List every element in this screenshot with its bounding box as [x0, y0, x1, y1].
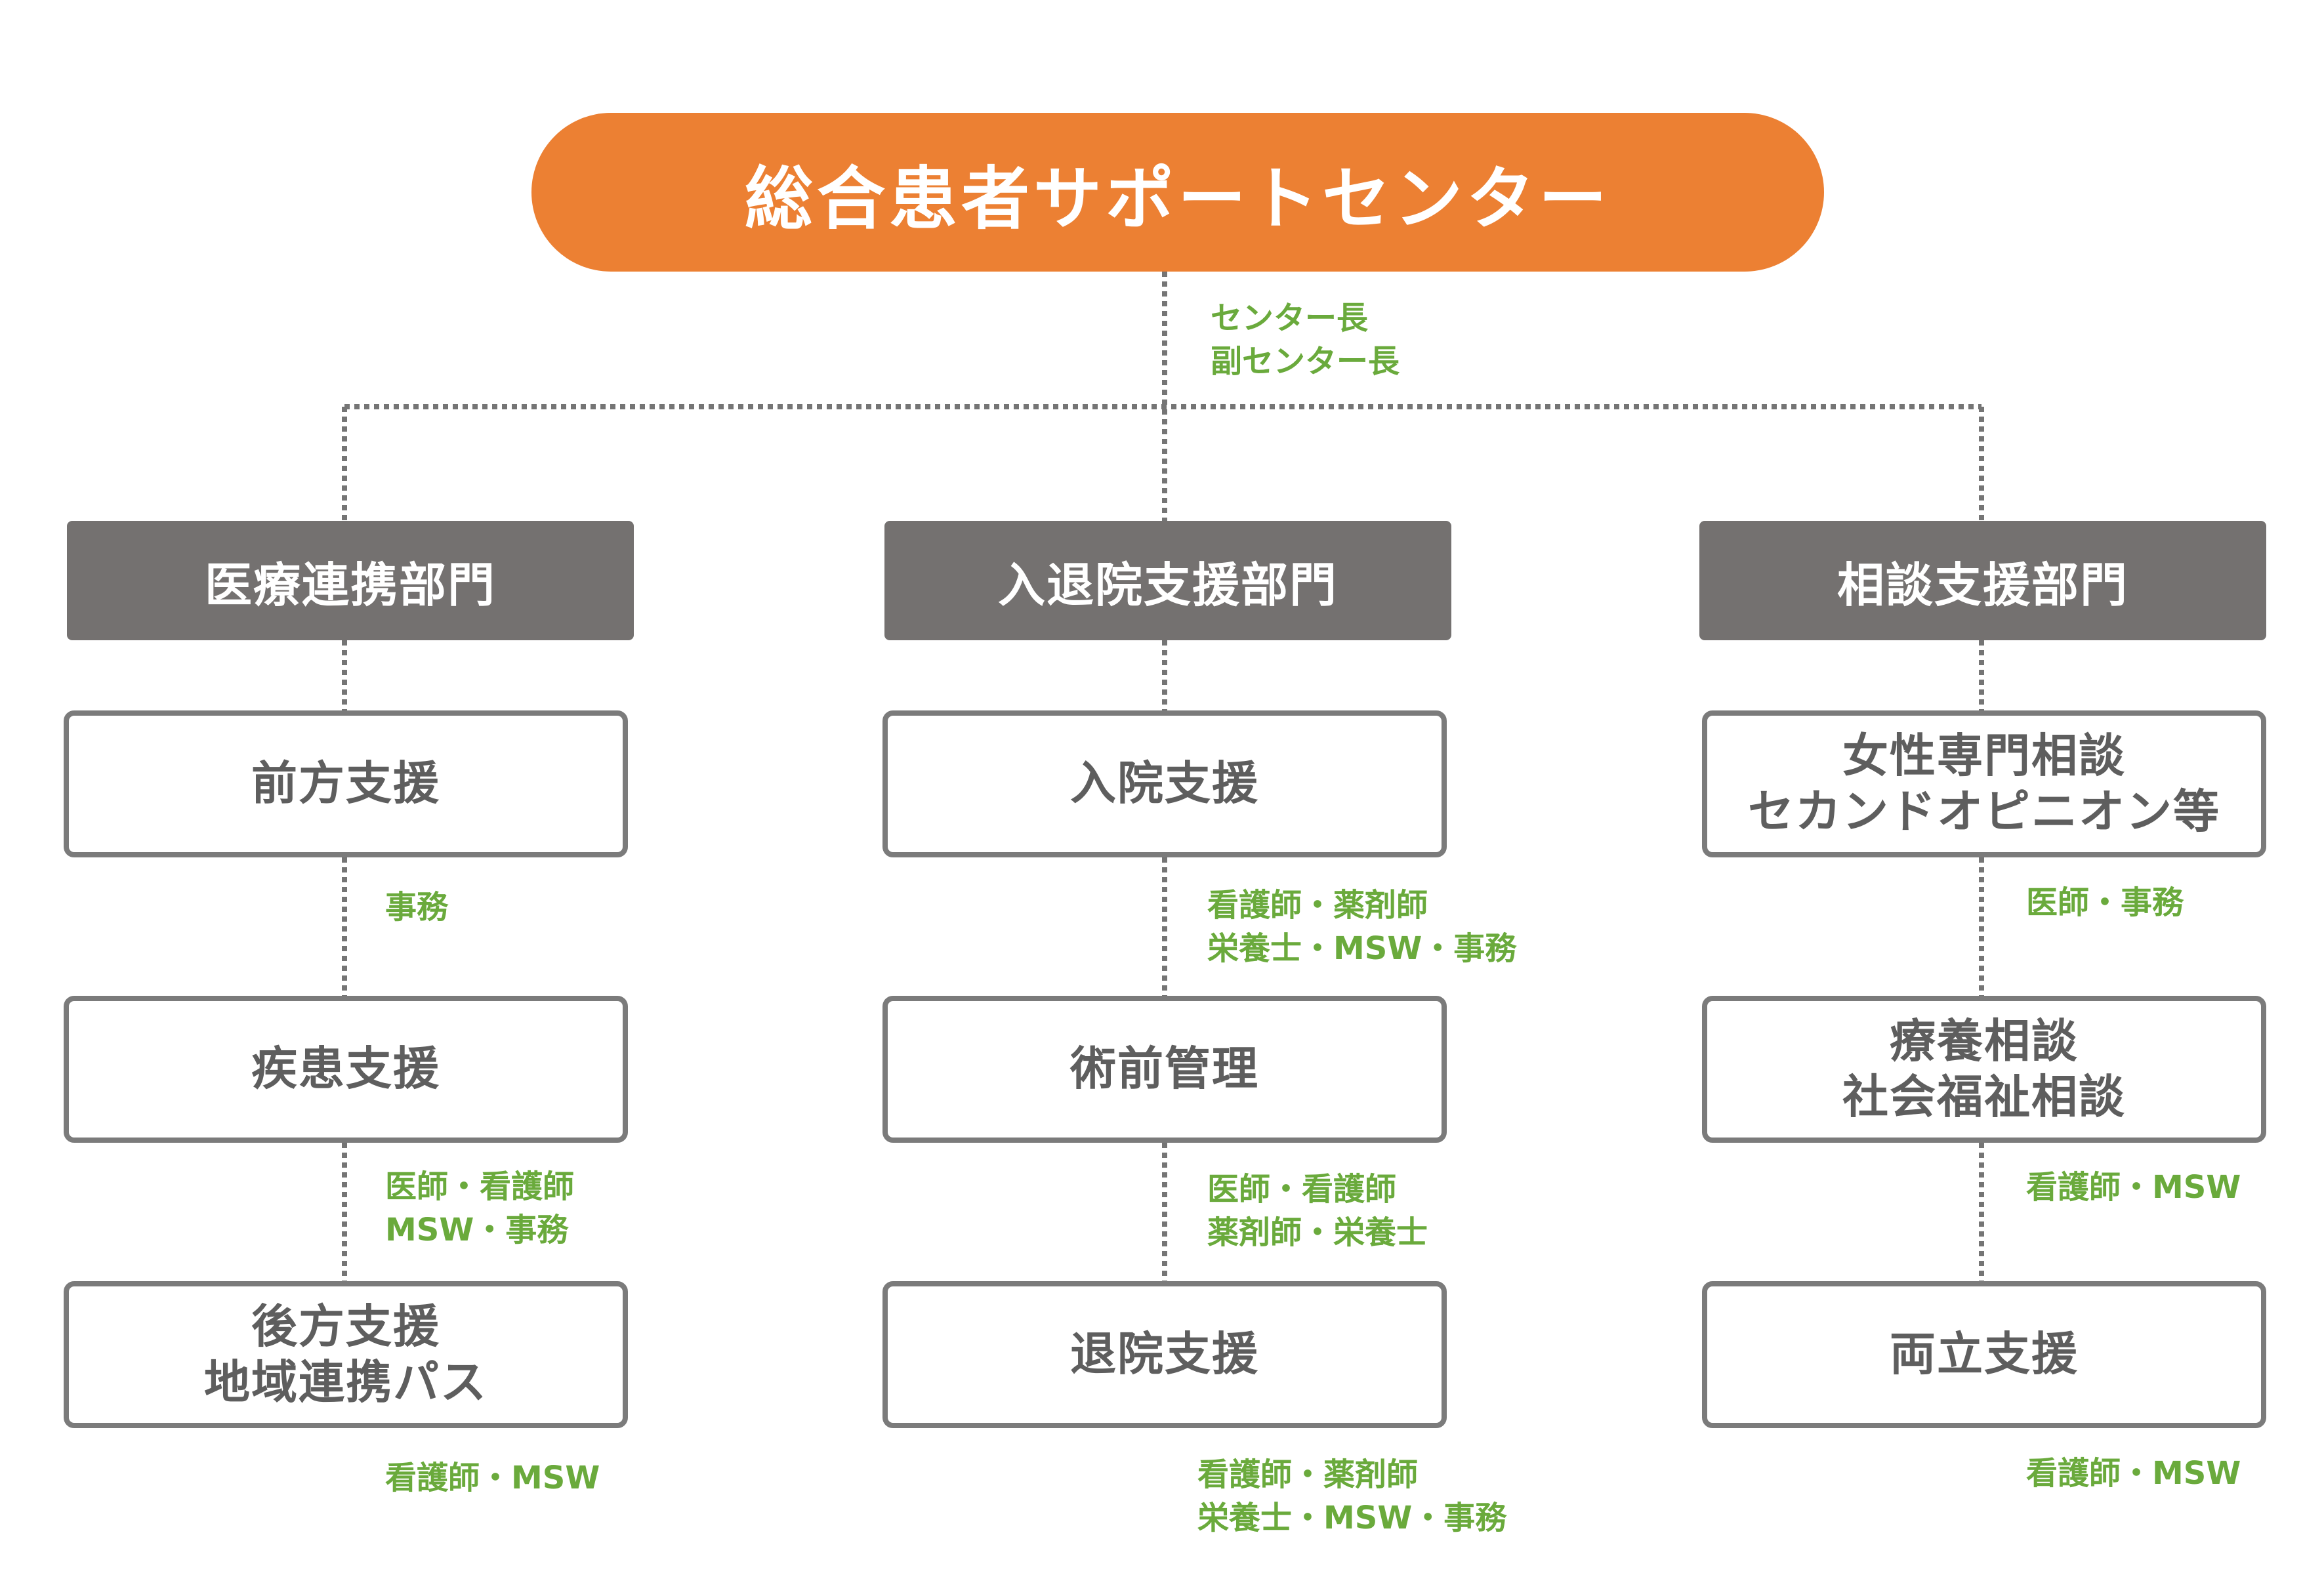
department-consultation: 相談支援部門 — [1699, 521, 2266, 640]
unit-label: 社会福祉相談 — [1842, 1070, 2126, 1124]
unit-box: 女性専門相談 セカンドオピニオン等 — [1702, 710, 2266, 857]
unit-label: 術前管理 — [1070, 1042, 1259, 1096]
unit-label: 入院支援 — [1070, 756, 1259, 811]
unit-box: 前方支援 — [64, 710, 628, 857]
unit-box: 術前管理 — [882, 996, 1447, 1143]
staff-line: 医師・看護師 — [385, 1168, 575, 1205]
unit-box: 入院支援 — [882, 710, 1447, 857]
center-staff: センター長 副センター長 — [1211, 297, 1400, 383]
unit-label: 退院支援 — [1070, 1327, 1259, 1382]
unit-box: 療養相談 社会福祉相談 — [1702, 996, 2266, 1143]
staff-line: 医師・看護師 — [1207, 1171, 1397, 1208]
unit-label: 両立支援 — [1890, 1327, 2079, 1382]
unit-staff: 医師・看護師 MSW・事務 — [385, 1165, 574, 1252]
unit-staff: 医師・看護師 薬剤師・栄養士 — [1207, 1168, 1428, 1254]
unit-label: 前方支援 — [251, 756, 440, 811]
staff-line: 看護師・MSW — [385, 1460, 600, 1496]
staff-line: 副センター長 — [1211, 343, 1400, 380]
department-medical-liaison: 医療連携部門 — [67, 521, 634, 640]
department-admission-discharge: 入退院支援部門 — [884, 521, 1451, 640]
staff-line: MSW・事務 — [385, 1212, 569, 1248]
unit-label: 療養相談 — [1890, 1014, 2079, 1068]
unit-staff: 看護師・MSW — [385, 1456, 600, 1500]
staff-line: 看護師・MSW — [2026, 1455, 2241, 1492]
unit-staff: 看護師・MSW — [2026, 1166, 2241, 1209]
unit-staff: 看護師・薬剤師 栄養士・MSW・事務 — [1197, 1453, 1506, 1540]
staff-line: 看護師・薬剤師 — [1197, 1456, 1419, 1493]
staff-line: 看護師・MSW — [2026, 1169, 2241, 1206]
unit-box: 後方支援 地域連携パス — [64, 1281, 628, 1428]
unit-label: 疾患支援 — [251, 1042, 440, 1096]
unit-label: 地域連携パス — [204, 1355, 488, 1409]
staff-line: 栄養士・MSW・事務 — [1207, 930, 1517, 967]
center-title: 総合患者サポートセンター — [531, 113, 1824, 272]
staff-line: 看護師・薬剤師 — [1207, 887, 1428, 924]
unit-staff: 看護師・薬剤師 栄養士・MSW・事務 — [1207, 884, 1516, 970]
staff-line: 事務 — [385, 889, 449, 926]
staff-line: 栄養士・MSW・事務 — [1197, 1500, 1507, 1536]
unit-box: 疾患支援 — [64, 996, 628, 1143]
unit-label: セカンドオピニオン等 — [1748, 785, 2220, 838]
unit-label: 女性専門相談 — [1842, 728, 2126, 783]
unit-staff: 事務 — [385, 886, 448, 929]
unit-label: 後方支援 — [251, 1299, 440, 1353]
unit-box: 両立支援 — [1702, 1281, 2266, 1428]
unit-box: 退院支援 — [882, 1281, 1447, 1428]
unit-staff: 医師・事務 — [2026, 881, 2184, 924]
staff-line: 薬剤師・栄養士 — [1207, 1214, 1428, 1251]
staff-line: 医師・事務 — [2026, 884, 2184, 921]
staff-line: センター長 — [1211, 300, 1369, 337]
unit-staff: 看護師・MSW — [2026, 1452, 2241, 1495]
